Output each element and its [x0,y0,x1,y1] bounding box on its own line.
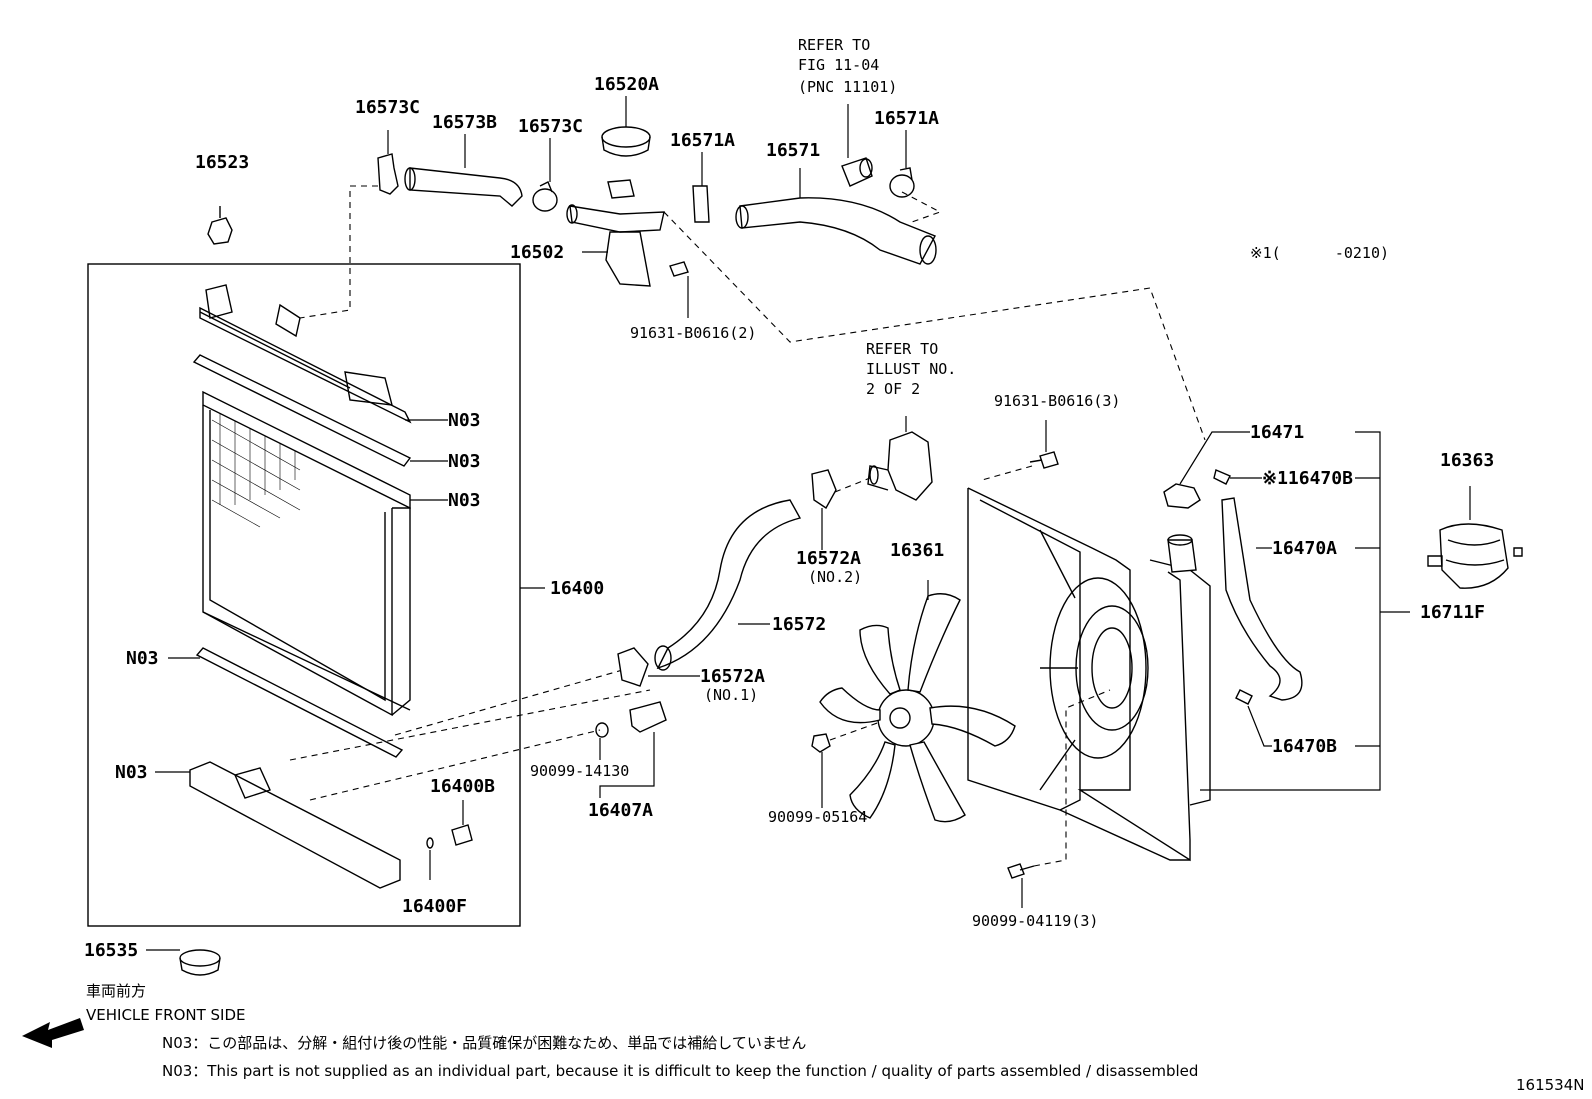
label-16523: 16523 [195,152,249,173]
label-16400F: 16400F [402,896,467,917]
label-n03-5: N03 [115,762,148,783]
gasket-upper [192,354,412,467]
clamp-16571A-right [889,130,915,198]
label-n03-4: N03 [126,648,159,669]
label-90099-14130: 90099-14130 [530,762,629,780]
filler-neck-16502 [566,179,689,318]
label-16573C-right: 16573C [518,116,583,137]
label-n03-1: N03 [448,410,481,431]
label-16363: 16363 [1440,450,1494,471]
label-16572A-no1-sub: (NO.1) [704,686,758,704]
clamp-16572A-no1 [617,647,700,687]
refer-fig-line1: REFER TO [798,36,870,54]
radiator-lower-tank [189,761,401,889]
refer-illust-line3: 2 OF 2 [866,380,920,398]
note-n03-jp: N03：この部品は、分解・組付け後の性能・品質確保が困難なため、単品では補給して… [162,1034,806,1052]
label-16572A-no1: 16572A [700,666,765,687]
dashed-line-a [299,185,378,319]
label-91631-B0616-3: 91631-B0616(3) [994,392,1120,410]
label-16572A-no2: 16572A [796,548,861,569]
clamp-16573C-left [377,130,399,195]
hose-end-fig-11-04 [841,104,873,187]
label-n03-3: N03 [448,490,481,511]
label-16535: 16535 [84,940,138,961]
label-16400: 16400 [550,578,604,599]
clip-16470B-top [1213,469,1262,485]
dashed-line-clamp [901,191,942,223]
front-side-jp: 車両前方 [86,982,146,1000]
dashed-line-c [289,689,651,761]
label-n03-2: N03 [448,451,481,472]
radiator-cap-16520A [601,96,651,157]
dashed-line-fan [829,721,881,741]
label-16711F: 16711F [1420,602,1485,623]
refer-illust-line1: REFER TO [866,340,938,358]
label-16502: 16502 [510,242,564,263]
label-91631-B0616-2: 91631-B0616(2) [630,324,756,342]
clamp-16573C-right [532,138,558,212]
label-16572: 16572 [772,614,826,635]
label-16400B: 16400B [430,776,495,797]
radiator-assembly-box [87,263,521,927]
label-16407A: 16407A [588,800,653,821]
label-16573C-left: 16573C [355,97,420,118]
label-16361: 16361 [890,540,944,561]
gasket-lower [195,647,404,758]
label-16572A-no2-sub: (NO.2) [808,568,862,586]
refer-fig-line3: (PNC 11101) [798,78,897,96]
label-16470B-bottom: 16470B [1272,736,1337,757]
label-90099-05164: 90099-05164 [768,808,867,826]
dashed-line-outlet [834,477,871,493]
label-16471: 16471 [1250,422,1304,443]
nut-90099-05164 [811,733,831,808]
hose-16571 [735,168,937,265]
label-16571: 16571 [766,140,820,161]
refer-illust-line2: ILLUST NO. [866,360,956,378]
fan-shroud-16711F [967,487,1211,862]
dashed-line-bolt-bottom [1033,689,1111,867]
sensor-16407A [595,701,667,798]
radiator-upper-tank [199,284,412,424]
label-16470B-top: ※116470B [1262,468,1353,489]
bolt-91631-B0616-3 [1029,420,1059,469]
label-90099-04119: 90099-04119(3) [972,912,1098,930]
front-arrow-icon [22,1018,84,1048]
clip-16470B-bottom [1235,689,1272,747]
reservoir-cap-16471 [1163,431,1250,509]
dashed-line-d [309,729,601,801]
hose-16572 [654,499,802,671]
figure-id: 161534N [1516,1076,1584,1094]
label-16571A-right: 16571A [874,108,939,129]
label-16470A: 16470A [1272,538,1337,559]
note-1: ※1( -0210) [1250,244,1389,262]
dashed-line-bolt-top [981,465,1033,481]
bracket-16711F [1200,431,1381,791]
front-side-en: VEHICLE FRONT SIDE [86,1006,246,1024]
fan-16361 [819,580,1016,823]
radiator-cap-16535 [146,949,221,976]
radiator-core [202,390,411,717]
water-outlet [867,416,933,501]
hose-16470A [1221,497,1303,701]
dashed-line-b [394,664,641,736]
bracket-ticks [1355,477,1410,747]
clamp-16572A-no2 [811,469,837,550]
note-n03-en: N03：This part is not supplied as an indi… [162,1062,1198,1080]
dashed-line-reservoir [663,211,1206,441]
hose-16573B [404,134,523,207]
label-16571A-left: 16571A [670,130,735,151]
label-16520A: 16520A [594,74,659,95]
drain-plug-16523 [207,206,233,245]
label-16573B: 16573B [432,112,497,133]
drain-cock-16400B [426,800,473,880]
clamp-16571A-left [692,152,710,223]
fan-motor-16363 [1427,486,1523,589]
refer-fig-line2: FIG 11-04 [798,56,879,74]
bolt-90099-04119 [1007,863,1035,908]
